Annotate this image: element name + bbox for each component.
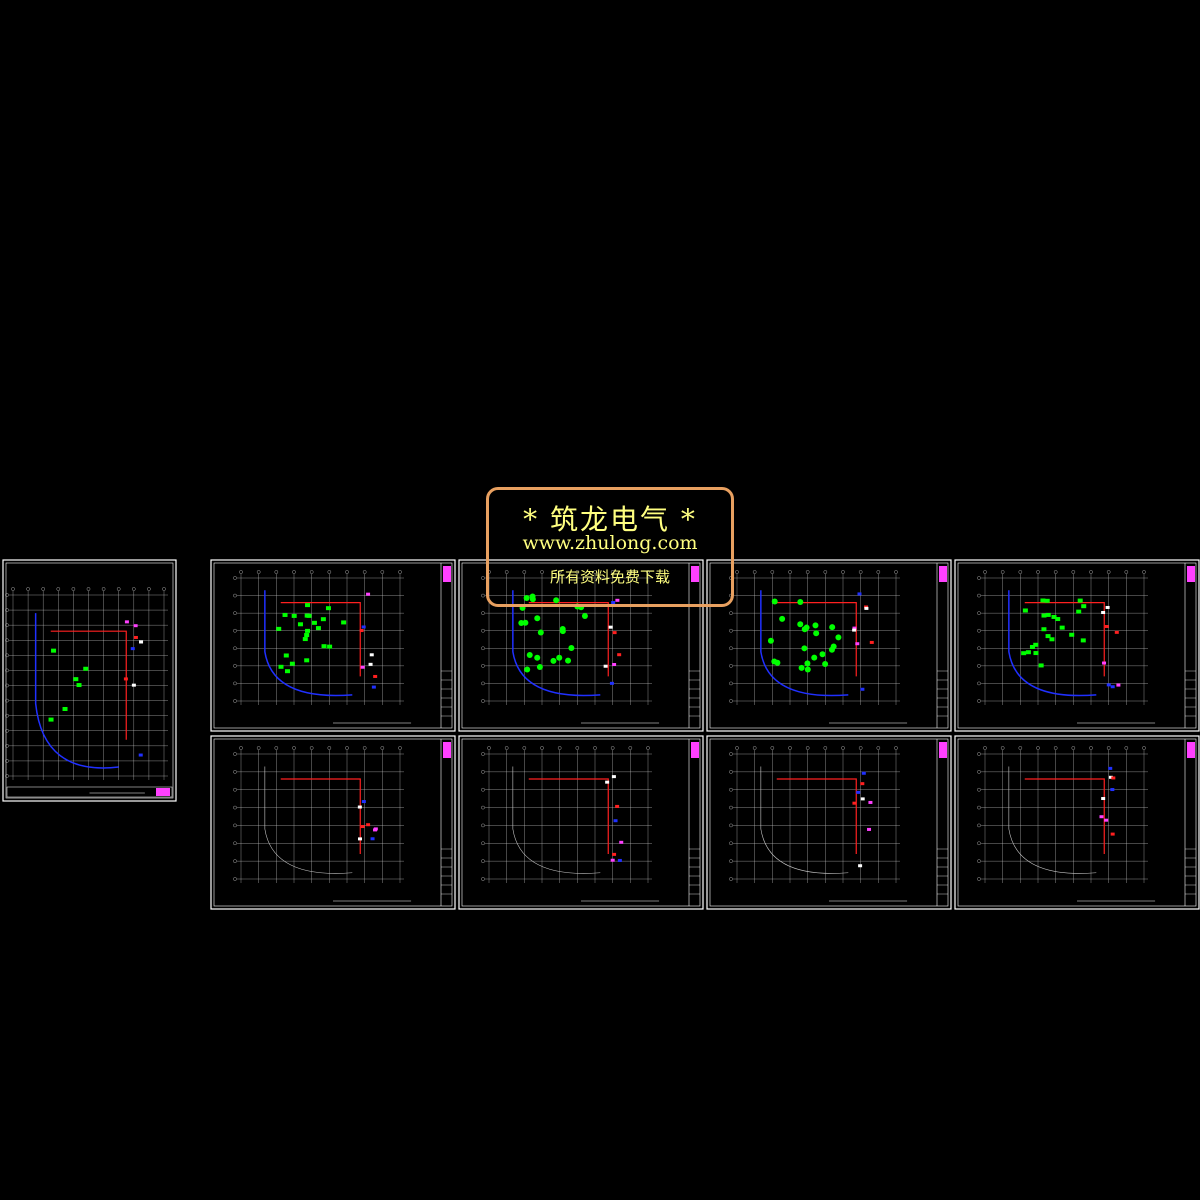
sheet-plan-6 xyxy=(458,735,704,910)
sheet-plan-8 xyxy=(954,735,1200,910)
sheet-plan-3 xyxy=(706,559,952,732)
sheet-plan-4 xyxy=(954,559,1200,732)
watermark-subtitle: 所有资料免费下载 xyxy=(549,568,670,586)
sheet-plan-5 xyxy=(210,735,456,910)
sheet-plan-1 xyxy=(210,559,456,732)
sheet-site-plan xyxy=(2,559,177,802)
watermark-url: www.zhulong.com xyxy=(522,532,698,554)
sheet-plan-7 xyxy=(706,735,952,910)
zhulong-watermark: * 筑龙电气 * www.zhulong.com 所有资料免费下载 xyxy=(486,487,734,607)
watermark-title: * 筑龙电气 * xyxy=(523,503,697,536)
